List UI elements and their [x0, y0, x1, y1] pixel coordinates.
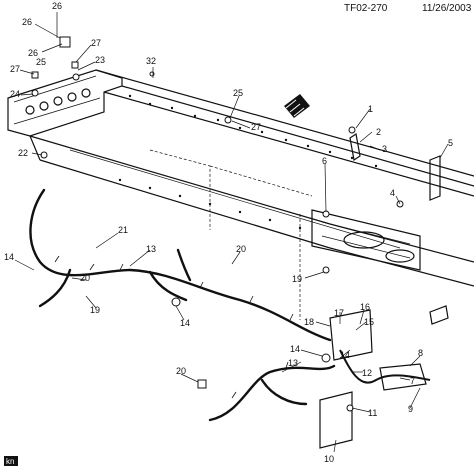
callout-21: 20	[176, 366, 186, 376]
callout-14-c: 14	[290, 344, 300, 354]
callout-26-b: 24	[10, 89, 20, 99]
corner-badge-text: kn	[6, 457, 14, 466]
harness-pigtail-right	[339, 349, 431, 384]
callout-27-b: 27	[10, 64, 20, 74]
callout-14-d: 14	[340, 350, 350, 360]
callout-12: 12	[362, 368, 372, 378]
chassis-frame	[7, 69, 474, 320]
drawing-id: TF02-270	[344, 3, 388, 14]
callout-11: 11	[368, 408, 377, 418]
callout-6: 6	[322, 156, 327, 166]
callout-17: 17	[334, 308, 344, 318]
callout-1: 1	[368, 104, 373, 114]
callout-4: 4	[390, 188, 395, 198]
corner-badge	[4, 456, 18, 466]
callout-23: 20	[80, 273, 90, 283]
rear-crossmember	[311, 209, 421, 271]
frame-rail-lower	[29, 135, 474, 287]
callout-26-c: 25	[233, 88, 243, 98]
callout-labels: 26 26 26 25 27 23 27 24 32 25 27 1 2 3 4…	[4, 1, 453, 464]
callout-27-c: 27	[251, 122, 261, 132]
callout-13-b: 13	[288, 358, 298, 368]
callout-13-a: 13	[146, 244, 156, 254]
callout-20: 20	[236, 244, 246, 254]
frame-rivets	[118, 94, 378, 230]
callout-14-b: 14	[180, 318, 190, 328]
callout-24: 21	[118, 225, 128, 235]
callout-30: 26	[22, 17, 32, 27]
callout-7: 7	[410, 376, 415, 386]
callout-14-a: 14	[4, 252, 14, 262]
callout-19: 19	[292, 274, 302, 284]
clips	[31, 36, 404, 412]
callout-22: 19	[90, 305, 100, 315]
wiring-harness-rear	[208, 364, 336, 422]
bracket-right	[319, 132, 449, 449]
wiring-harness-main	[29, 188, 332, 342]
frame-rail-upper	[95, 69, 474, 197]
callout-3: 3	[382, 144, 387, 154]
callout-15: 15	[364, 317, 374, 327]
front-crossmember	[7, 69, 123, 137]
callout-16: 16	[360, 302, 370, 312]
callout-18: 18	[304, 317, 314, 327]
callout-31: 26	[52, 1, 62, 11]
callout-28: 25	[36, 57, 46, 67]
callout-2: 2	[376, 127, 381, 137]
leader-lines	[14, 12, 449, 453]
callout-8: 8	[418, 348, 423, 358]
callout-5: 5	[448, 138, 453, 148]
harness-wraps	[54, 255, 294, 399]
callout-25: 22	[18, 148, 28, 158]
callout-32: 32	[146, 56, 156, 66]
callout-9: 9	[408, 404, 413, 414]
callout-26-a: 23	[95, 55, 105, 65]
callout-27-a: 27	[91, 38, 101, 48]
front-arrow-icon	[284, 94, 310, 118]
callout-10: 10	[324, 454, 334, 464]
drawing-date: 11/26/2003	[422, 3, 472, 14]
callout-29: 26	[28, 48, 38, 58]
